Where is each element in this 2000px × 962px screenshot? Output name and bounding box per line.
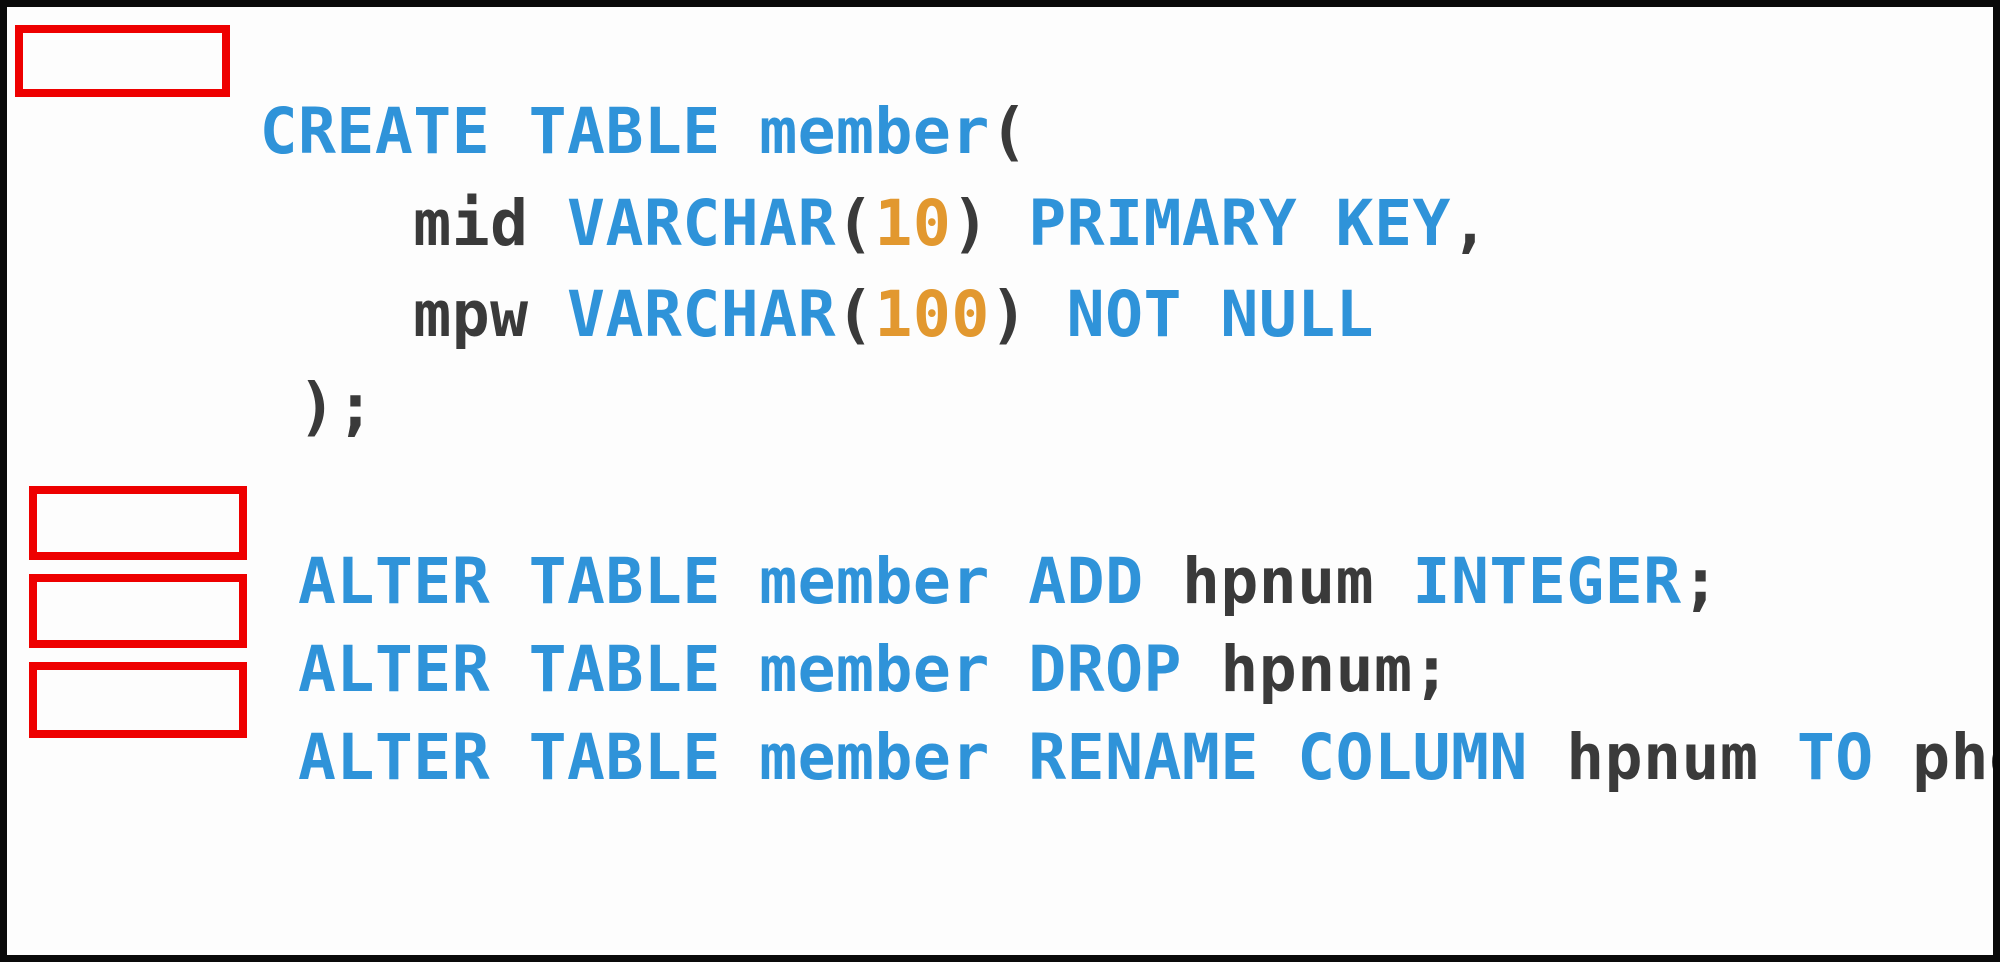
token-space: [1259, 721, 1297, 794]
token-primary: PRIMARY: [1028, 187, 1298, 260]
token-create: CREATE: [259, 95, 491, 168]
token-alter: ALTER: [298, 633, 491, 706]
token-open-paren: (: [989, 95, 1029, 168]
token-space: [1182, 278, 1220, 351]
token-open-paren: (: [836, 187, 875, 260]
token-comma: ,: [1450, 187, 1490, 260]
token-close-paren: ): [951, 187, 990, 260]
token-member: member: [759, 721, 990, 794]
token-number-100: 100: [874, 278, 990, 351]
token-alter: ALTER: [298, 721, 491, 794]
token-close-paren: ): [989, 278, 1029, 351]
code-line-3: mpw VARCHAR(100) NOT NULL: [29, 220, 1374, 409]
token-space: [1874, 721, 1912, 794]
token-semicolon: ;: [1412, 633, 1451, 706]
token-space: [529, 278, 567, 351]
token-add: ADD: [1028, 545, 1144, 618]
token-alter: ALTER: [298, 545, 491, 618]
token-indent: [260, 721, 298, 794]
token-space: [721, 721, 759, 794]
token-semicolon: ;: [1681, 545, 1720, 618]
token-column: COLUMN: [1297, 721, 1528, 794]
token-close-paren: ): [298, 370, 337, 443]
token-member: member: [759, 545, 990, 618]
token-hpnum: hpnum: [1181, 545, 1375, 618]
token-table: TABLE: [528, 633, 721, 706]
code-line-2: mid VARCHAR(10) PRIMARY KEY,: [29, 129, 1489, 318]
token-rename: RENAME: [1028, 721, 1259, 794]
code-block: CREATE TABLE member( mid VARCHAR(10) PRI…: [7, 7, 1993, 955]
token-table: TABLE: [528, 545, 721, 618]
code-line-1: CREATE TABLE member(: [29, 37, 1028, 226]
token-member: member: [759, 633, 990, 706]
code-line-6: ALTER TABLE member ADD hpnum INTEGER;: [29, 487, 1720, 676]
token-number-10: 10: [874, 187, 952, 260]
token-phone: phone: [1912, 721, 1993, 794]
token-semicolon: ;: [336, 370, 375, 443]
token-table: TABLE: [528, 95, 721, 168]
token-not: NOT: [1066, 278, 1182, 351]
token-varchar: VARCHAR: [567, 187, 837, 260]
token-hpnum: hpnum: [1566, 721, 1759, 794]
token-space: [990, 721, 1028, 794]
token-drop: DROP: [1028, 633, 1182, 706]
token-space: [1028, 278, 1066, 351]
token-integer: INTEGER: [1412, 545, 1682, 618]
token-open-paren: (: [836, 278, 875, 351]
token-null: NULL: [1220, 278, 1375, 351]
token-table: TABLE: [528, 721, 721, 794]
token-to: TO: [1796, 721, 1874, 794]
code-line-8: ALTER TABLE member RENAME COLUMN hpnum T…: [29, 663, 1993, 852]
code-line-7: ALTER TABLE member DROP hpnum;: [29, 575, 1451, 764]
token-hpnum: hpnum: [1220, 633, 1413, 706]
code-line-4: );: [29, 312, 375, 501]
token-key: KEY: [1335, 187, 1451, 260]
token-mpw: mpw: [413, 278, 529, 351]
token-member: member: [759, 95, 990, 168]
token-space: [490, 721, 528, 794]
token-indent: [260, 370, 298, 443]
token-mid: mid: [413, 187, 529, 260]
token-varchar: VARCHAR: [567, 278, 837, 351]
token-space: [1758, 721, 1796, 794]
token-space: [1528, 721, 1566, 794]
